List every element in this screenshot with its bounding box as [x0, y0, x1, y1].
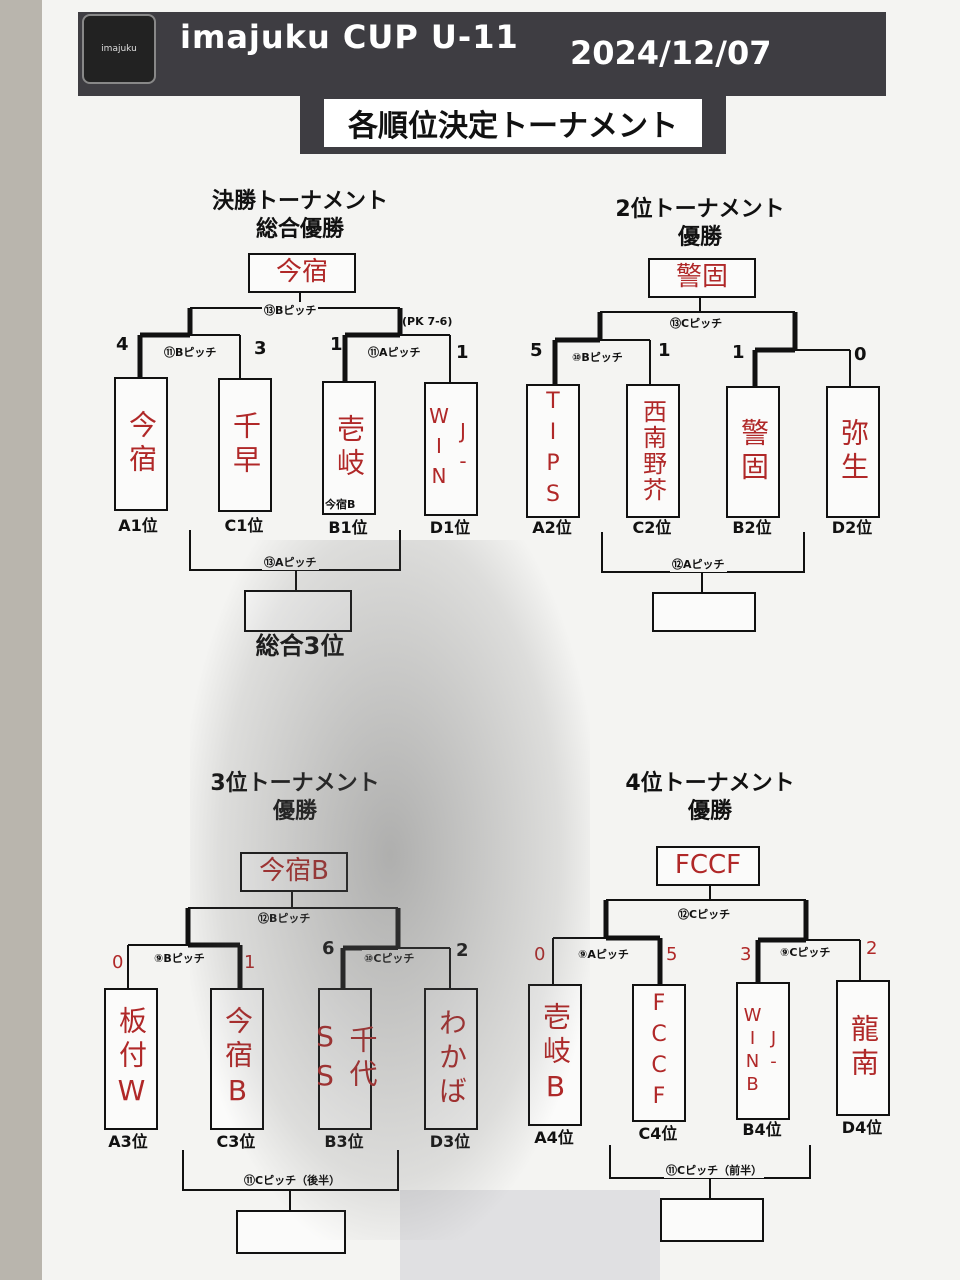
third-team-2: 今宿B — [210, 988, 264, 1130]
third-left-pitch: ⑨Bピッチ — [152, 950, 207, 966]
fourth-team-1: 壱岐B — [528, 984, 582, 1126]
second-team-3: 警固 — [726, 386, 780, 518]
second-bottom-pitch: ⑫Aピッチ — [670, 556, 727, 572]
final-champion: 今宿 — [248, 253, 356, 293]
final-note: 今宿B — [325, 498, 356, 511]
fourth-rank-4: D4位 — [841, 1118, 883, 1137]
final-score-4: 1 — [456, 342, 469, 363]
final-team-2: 千早 — [218, 378, 272, 512]
fourth-score-3: 3 — [740, 944, 752, 965]
subtitle: 各順位決定トーナメント — [324, 99, 702, 147]
fourth-champion: FCCF — [656, 846, 760, 886]
final-team-1: 今宿 — [114, 377, 168, 511]
final-title-1: 決勝トーナメント — [211, 189, 388, 214]
final-title: 決勝トーナメント 総合優勝 — [190, 188, 410, 244]
final-left-pitch: ⑪Bピッチ — [162, 344, 219, 360]
second-title-1: 2位トーナメント — [615, 197, 785, 222]
second-rank-3: B2位 — [732, 518, 772, 537]
fourth-title-2: 優勝 — [687, 799, 732, 824]
final-team-3: 壱岐 — [322, 381, 376, 515]
paper-sheet — [42, 0, 960, 1280]
fourth-team-2: FCCF — [632, 984, 686, 1122]
second-rank-1: A2位 — [532, 518, 572, 537]
third-team-4: わかば — [424, 988, 478, 1130]
final-right-pitch: ⑪Aピッチ — [366, 344, 423, 360]
second-team-2: 西南野芥 — [626, 384, 680, 518]
second-team-1: TIPS — [526, 384, 580, 518]
final-pk: (PK 7-6) — [402, 315, 453, 328]
fourth-bottom-pitch: ⑪Cピッチ（前半） — [664, 1162, 765, 1178]
second-title: 2位トーナメント 優勝 — [590, 196, 810, 252]
final-top-pitch: ⑬Bピッチ — [262, 302, 319, 318]
second-score-2: 1 — [658, 340, 671, 361]
final-rank-1: A1位 — [118, 516, 158, 535]
third-rank-3: B3位 — [324, 1132, 364, 1151]
third-top-pitch: ⑫Bピッチ — [256, 910, 313, 926]
final-third-pitch: ⑬Aピッチ — [262, 554, 319, 570]
second-bottom-box — [652, 592, 756, 632]
final-rank-4: D1位 — [429, 518, 471, 537]
third-right-pitch: ⑩Cピッチ — [362, 950, 417, 966]
third-title: 3位トーナメント 優勝 — [185, 770, 405, 826]
second-rank-2: C2位 — [632, 518, 672, 537]
fourth-team-4: 龍南 — [836, 980, 890, 1116]
second-left-pitch: ⑩Bピッチ — [570, 349, 625, 365]
second-title-2: 優勝 — [677, 225, 722, 250]
third-rank-4: D3位 — [429, 1132, 471, 1151]
third-score-1: 0 — [112, 952, 124, 973]
third-title-1: 3位トーナメント — [210, 771, 380, 796]
final-score-1: 4 — [116, 334, 129, 355]
fourth-title: 4位トーナメント 優勝 — [600, 770, 820, 826]
fourth-right-pitch: ⑨Cピッチ — [778, 944, 833, 960]
header-bar — [78, 12, 886, 96]
logo: imajuku — [82, 14, 156, 84]
third-title-2: 優勝 — [272, 799, 317, 824]
fourth-title-1: 4位トーナメント — [625, 771, 795, 796]
third-rank-1: A3位 — [108, 1132, 148, 1151]
third-bottom-pitch: ⑪Cピッチ（後半） — [242, 1172, 343, 1188]
fourth-left-pitch: ⑨Aピッチ — [576, 946, 631, 962]
fourth-score-2: 5 — [666, 944, 678, 965]
third-team-1: 板付W — [104, 988, 158, 1130]
final-third-box — [244, 590, 352, 632]
fourth-rank-3: B4位 — [742, 1120, 782, 1139]
page-date: 2024/12/07 — [570, 34, 772, 72]
fourth-top-pitch: ⑫Cピッチ — [676, 906, 733, 922]
final-score-2: 3 — [254, 338, 267, 359]
third-score-2: 1 — [244, 952, 256, 973]
second-score-1: 5 — [530, 340, 543, 361]
logo-text: imajuku — [101, 44, 137, 54]
second-score-3: 1 — [732, 342, 745, 363]
second-score-4: 0 — [854, 344, 867, 365]
fourth-bottom-box — [660, 1198, 764, 1242]
fourth-rank-2: C4位 — [638, 1124, 678, 1143]
second-top-pitch: ⑬Cピッチ — [668, 315, 725, 331]
second-champion: 警固 — [648, 258, 756, 298]
final-rank-3: B1位 — [328, 518, 368, 537]
fourth-score-4: 2 — [866, 938, 878, 959]
third-rank-2: C3位 — [216, 1132, 256, 1151]
third-score-3: 6 — [322, 938, 335, 959]
third-champion: 今宿B — [240, 852, 348, 892]
third-bottom-box — [236, 1210, 346, 1254]
final-score-3: 1 — [330, 334, 343, 355]
final-title-2: 総合優勝 — [255, 217, 344, 242]
second-team-4: 弥生 — [826, 386, 880, 518]
final-team-4: J-WIN — [424, 382, 478, 516]
final-third-label: 総合3位 — [255, 632, 345, 660]
second-rank-4: D2位 — [831, 518, 873, 537]
fourth-team-3: J-WINB — [736, 982, 790, 1120]
third-score-4: 2 — [456, 940, 469, 961]
tape — [400, 1190, 660, 1280]
fourth-score-1: 0 — [534, 944, 546, 965]
fourth-rank-1: A4位 — [534, 1128, 574, 1147]
third-team-3: 千代SS — [309, 988, 379, 1130]
subtitle-bar: 各順位決定トーナメント — [300, 92, 726, 154]
final-rank-2: C1位 — [224, 516, 264, 535]
page-title: imajuku CUP U-11 — [180, 18, 519, 56]
